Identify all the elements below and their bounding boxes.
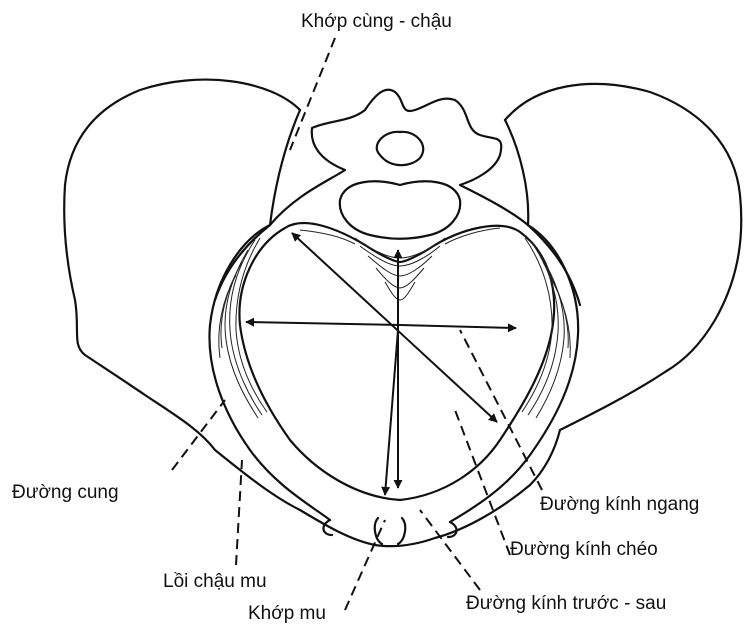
leader-arcuate: [172, 400, 225, 470]
pelvic-rim-left: [209, 225, 330, 520]
label-arcuate-line: Đường cung: [12, 483, 119, 502]
vertebral-body: [340, 181, 460, 238]
pubic-rami: [215, 430, 560, 546]
label-pubic-symphysis: Khớp mu: [248, 604, 326, 623]
label-oblique-diameter: Đường kính chéo: [510, 540, 658, 559]
label-ap-diameter: Đường kính trước - sau: [466, 594, 666, 613]
label-pubic-tubercle: Lồi chậu mu: [163, 572, 267, 591]
transverse-diameter-arrow: [246, 322, 400, 325]
leader-transverse: [460, 330, 542, 490]
sacrum-outline: [270, 90, 528, 225]
spinal-canal: [377, 132, 423, 165]
secondary-line: [385, 330, 398, 495]
pubic-bump-right: [448, 522, 457, 537]
label-sacroiliac-joint: Khớp cùng - chậu: [301, 12, 452, 31]
pelvic-inlet: [239, 223, 554, 500]
transverse-diameter-arrow-right: [400, 325, 516, 328]
leader-oblique: [455, 410, 510, 555]
leader-pubic-tubercle: [236, 460, 242, 565]
pelvic-rim-right: [450, 225, 578, 522]
leader-pubic-symphysis: [345, 520, 385, 610]
label-transverse-diameter: Đường kính ngang: [540, 495, 699, 514]
left-iliac-wing: [64, 80, 300, 450]
left-iliac-inner: [215, 110, 300, 300]
